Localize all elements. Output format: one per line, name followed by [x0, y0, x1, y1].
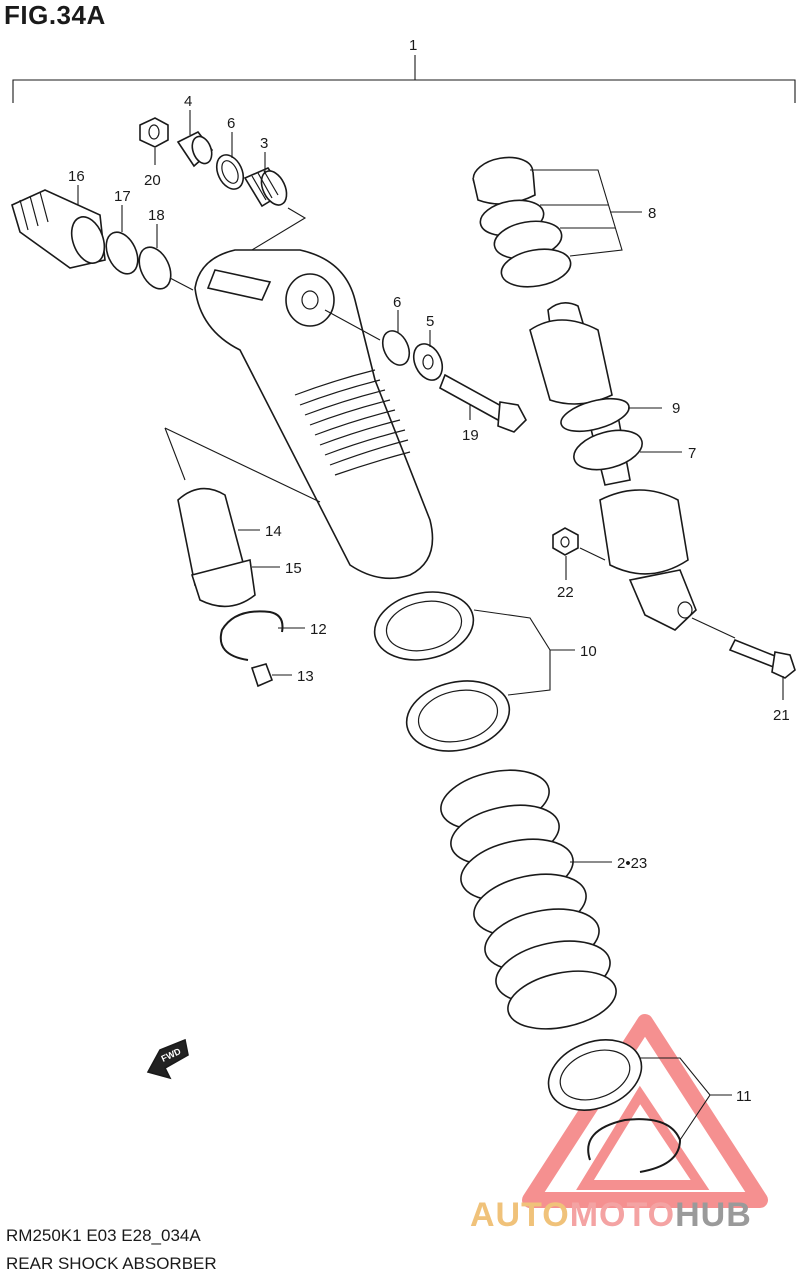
callout-15[interactable]: 15 — [285, 560, 302, 577]
watermark-logo-icon — [522, 1014, 768, 1208]
part-9-stopper-ring[interactable] — [558, 392, 633, 437]
part-20-nut[interactable] — [139, 117, 169, 148]
callout-19[interactable]: 19 — [462, 427, 479, 444]
part-6-seal-middle[interactable] — [378, 327, 415, 370]
part-10-lock-nut-lower[interactable] — [400, 672, 516, 760]
part-21-bolt[interactable] — [728, 638, 796, 679]
callout-11[interactable]: 11 — [736, 1088, 752, 1105]
part-3-needle-bearing[interactable] — [243, 167, 292, 209]
part-16-reservoir-cap[interactable] — [11, 189, 110, 269]
assembly-bracket — [12, 55, 796, 103]
part-10-lock-nut-upper[interactable] — [368, 583, 480, 668]
part-19-bolt[interactable] — [439, 373, 527, 433]
figure-title: FIG.34A — [4, 0, 106, 30]
damper-body — [194, 249, 434, 580]
callout-10[interactable]: 10 — [580, 643, 597, 660]
part-11-spring-seat[interactable] — [539, 1028, 652, 1123]
callout-5[interactable]: 5 — [426, 313, 434, 330]
callout-9[interactable]: 9 — [672, 400, 680, 417]
callout-2-23[interactable]: 2•23 — [617, 855, 647, 872]
callout-20[interactable]: 20 — [144, 172, 161, 189]
part-14-bladder[interactable] — [177, 487, 246, 587]
part-7-bump-stop[interactable] — [570, 424, 647, 477]
part-6-seal-top[interactable] — [212, 151, 249, 194]
part-13-plug[interactable] — [250, 663, 274, 688]
callout-18[interactable]: 18 — [148, 207, 165, 224]
callout-8[interactable]: 8 — [648, 205, 656, 222]
part-18-o-ring[interactable] — [133, 242, 177, 294]
callout-14[interactable]: 14 — [265, 523, 282, 540]
part-12-circlip[interactable] — [219, 610, 284, 661]
callout-7[interactable]: 7 — [688, 445, 696, 462]
part-2-coil-spring[interactable] — [435, 761, 621, 1038]
forward-direction-arrow-icon: FWD — [146, 1038, 189, 1080]
callout-1[interactable]: 1 — [409, 37, 417, 54]
callout-22[interactable]: 22 — [557, 584, 574, 601]
part-22-nut[interactable] — [552, 527, 579, 556]
part-8-spring-guide-set[interactable] — [471, 153, 574, 292]
part-17-o-ring[interactable] — [100, 227, 144, 279]
callout-6-middle[interactable]: 6 — [393, 294, 401, 311]
callout-3[interactable]: 3 — [260, 135, 268, 152]
watermark-brand: AUTOMOTOHUB — [470, 1196, 752, 1234]
callout-13[interactable]: 13 — [297, 668, 314, 685]
model-code: RM250K1 E03 E28_034A — [6, 1226, 201, 1245]
callout-17[interactable]: 17 — [114, 188, 131, 205]
callout-6-top[interactable]: 6 — [227, 115, 235, 132]
part-15-cap-end[interactable] — [190, 559, 256, 608]
figure-caption: REAR SHOCK ABSORBER — [6, 1254, 217, 1273]
callout-12[interactable]: 12 — [310, 621, 327, 638]
part-5-washer[interactable] — [408, 339, 448, 384]
callout-21[interactable]: 21 — [773, 707, 790, 724]
callout-4[interactable]: 4 — [184, 93, 192, 110]
part-11-clip[interactable] — [587, 1118, 682, 1173]
part-4-collar[interactable] — [176, 130, 215, 168]
callout-16[interactable]: 16 — [68, 168, 85, 185]
